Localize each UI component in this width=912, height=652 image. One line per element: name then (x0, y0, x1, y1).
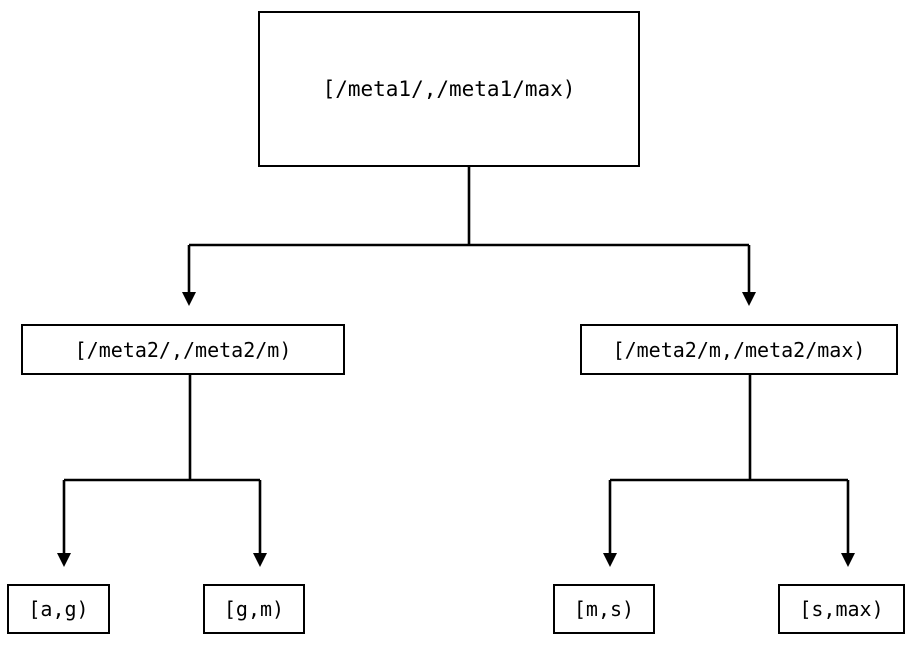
arrowhead-to-meta2-high (742, 292, 756, 306)
tree-node-leaf-ag[interactable]: [a,g) (7, 584, 110, 634)
arrowhead-to-meta2-low (182, 292, 196, 306)
tree-node-leaf-ag-label: [a,g) (28, 597, 89, 621)
tree-node-meta2-low[interactable]: [/meta2/,/meta2/m) (21, 324, 345, 375)
tree-node-meta2-low-label: [/meta2/,/meta2/m) (74, 337, 292, 362)
tree-node-leaf-smax[interactable]: [s,max) (778, 584, 905, 634)
tree-node-leaf-gm-label: [g,m) (223, 597, 285, 621)
edge-meta2low-to-leaves (57, 375, 267, 567)
arrowhead-to-leaf-ms (603, 553, 617, 567)
tree-node-leaf-smax-label: [s,max) (799, 597, 884, 621)
tree-node-root-label: [/meta1/,/meta1/max) (322, 76, 576, 101)
tree-node-meta2-high[interactable]: [/meta2/m,/meta2/max) (580, 324, 898, 375)
edge-meta2high-to-leaves (603, 375, 855, 567)
edge-root-to-level2 (182, 167, 756, 306)
tree-node-leaf-ms-label: [m,s) (573, 597, 635, 621)
tree-node-root[interactable]: [/meta1/,/meta1/max) (258, 11, 640, 167)
arrowhead-to-leaf-smax (841, 553, 855, 567)
tree-node-leaf-gm[interactable]: [g,m) (203, 584, 305, 634)
tree-node-meta2-high-label: [/meta2/m,/meta2/max) (612, 337, 866, 362)
tree-node-leaf-ms[interactable]: [m,s) (553, 584, 655, 634)
arrowhead-to-leaf-gm (253, 553, 267, 567)
arrowhead-to-leaf-ag (57, 553, 71, 567)
